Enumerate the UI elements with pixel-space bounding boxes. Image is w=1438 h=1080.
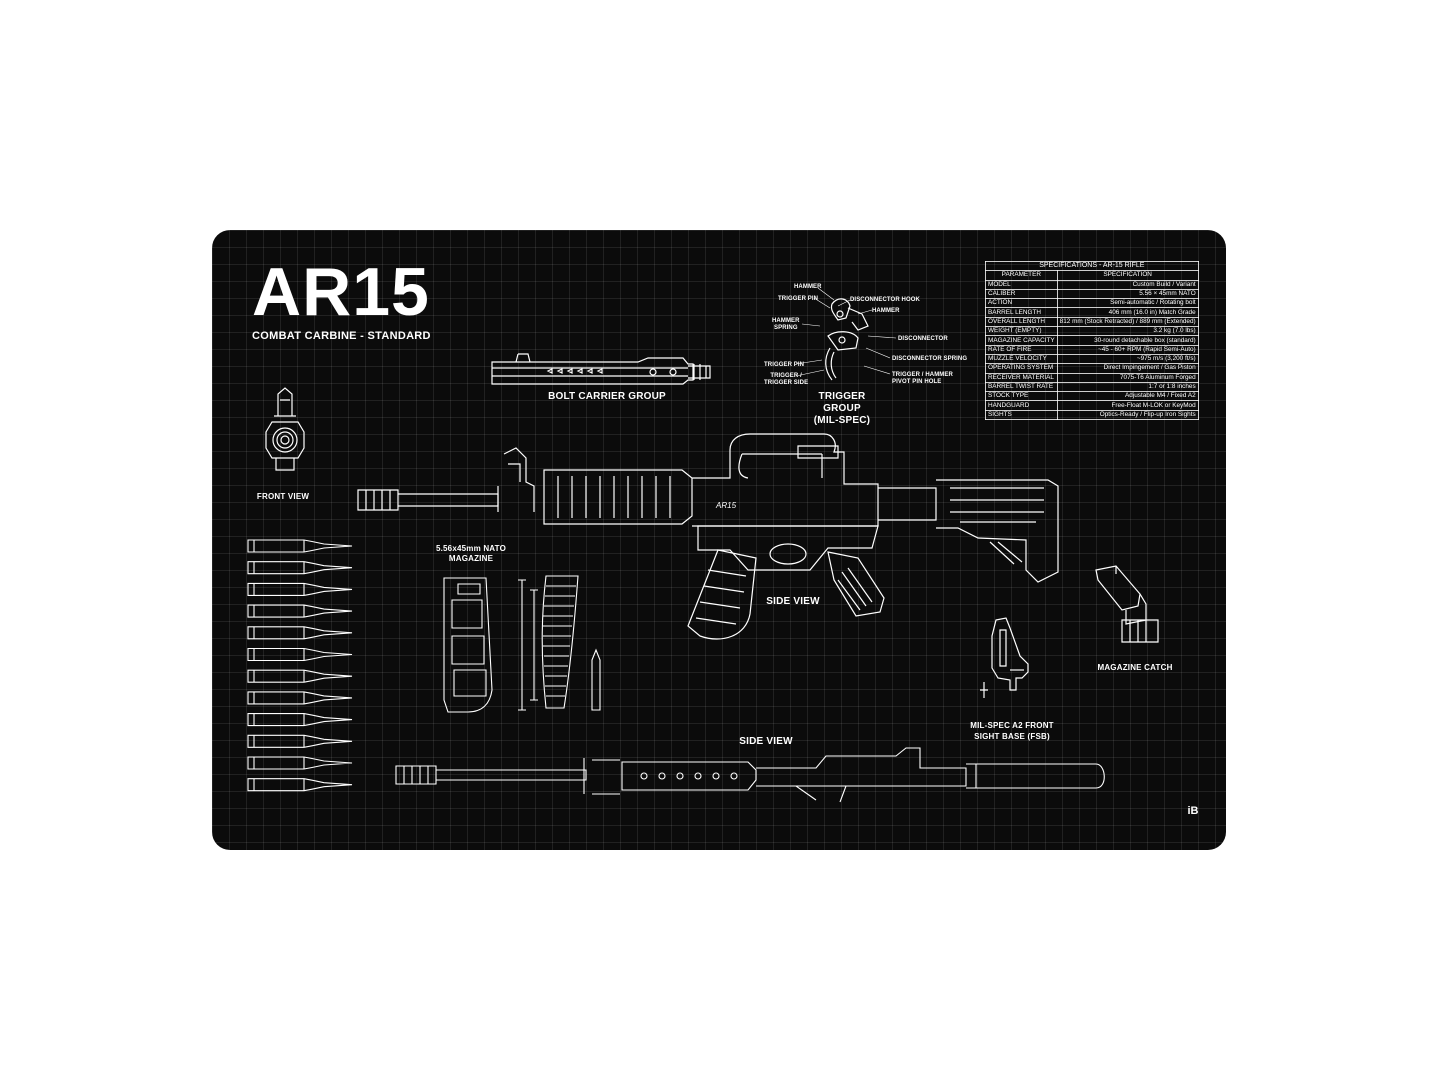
rifle-lower-side-view-drawing: [396, 750, 1106, 806]
trigger-group-drawing: [808, 296, 882, 382]
cartridge-icon: [248, 562, 352, 574]
side-view-upper-label: SIDE VIEW: [766, 596, 820, 607]
callout-disconnector-spring: DISCONNECTOR SPRING: [892, 356, 968, 362]
side-view-lower-label: SIDE VIEW: [739, 736, 793, 747]
trigger-group-label: TRIGGER GROUP(MIL-SPEC): [813, 391, 871, 426]
cartridge-icon: [248, 583, 352, 595]
rifle-marking: AR15: [715, 501, 737, 510]
page-title: AR15: [252, 254, 430, 330]
bolt-carrier-group-drawing: [488, 354, 718, 390]
magazine-catch-label: MAGAZINE CATCH: [1097, 663, 1173, 672]
front-view-drawing: [258, 386, 312, 490]
table-row: MUZZLE VELOCITY~975 m/s (3,200 ft/s): [985, 353, 1199, 365]
cartridge-icon: [248, 605, 352, 617]
specs-header-specification: SPECIFICATION: [1056, 270, 1199, 281]
table-row: WEIGHT (EMPTY)3.2 kg (7.0 lbs): [985, 326, 1199, 337]
bolt-carrier-group-label: BOLT CARRIER GROUP: [548, 391, 666, 402]
cartridge-icon: [248, 779, 352, 791]
cartridge-icon: [248, 540, 352, 552]
cartridge-icon: [248, 627, 352, 639]
specs-caption: SPECIFICATIONS - AR-15 RIFLE: [985, 260, 1199, 272]
brand-logo: iB: [1187, 805, 1199, 817]
magazine-drawing: [442, 570, 626, 720]
cartridge-icon: [248, 757, 352, 769]
front-sight-base-drawing: [976, 616, 1046, 706]
callout-disconnector-hook: DISCONNECTOR HOOK: [850, 297, 920, 303]
rifle-side-view-drawing: AR15: [358, 430, 1058, 650]
callout-hammer-right: HAMMER: [872, 308, 900, 314]
cartridge-icon: [248, 714, 352, 726]
cartridge-icon: [248, 692, 352, 704]
cartridges-column: [246, 536, 358, 804]
specs-header-parameter: PARAMETER: [985, 270, 1058, 281]
front-view-label: FRONT VIEW: [256, 492, 310, 501]
cartridge-icon: [248, 735, 352, 747]
callout-trigger-slide: TRIGGER /TRIGGER SIDE: [764, 373, 809, 386]
page-subtitle: COMBAT CARBINE - STANDARD: [252, 330, 431, 342]
callout-hammer: HAMMER: [794, 284, 822, 290]
callout-trigger-pin: TRIGGER PIN: [778, 296, 819, 302]
callout-trigger-pin-left: TRIGGER PIN: [764, 362, 805, 368]
cartridge-icon: [248, 649, 352, 661]
gun-cleaning-mat: AR15 COMBAT CARBINE - STANDARD BOLT CARR…: [212, 230, 1226, 850]
table-row: RATE OF FIRE~45 - 60+ RPM (Rapid Semi-Au…: [985, 344, 1199, 355]
trigger-callout-lines: [772, 286, 902, 386]
cartridge-icon: [248, 670, 352, 682]
callout-disconnector: DISCONNECTOR: [898, 336, 948, 342]
magazine-catch-drawing: [1086, 564, 1170, 650]
